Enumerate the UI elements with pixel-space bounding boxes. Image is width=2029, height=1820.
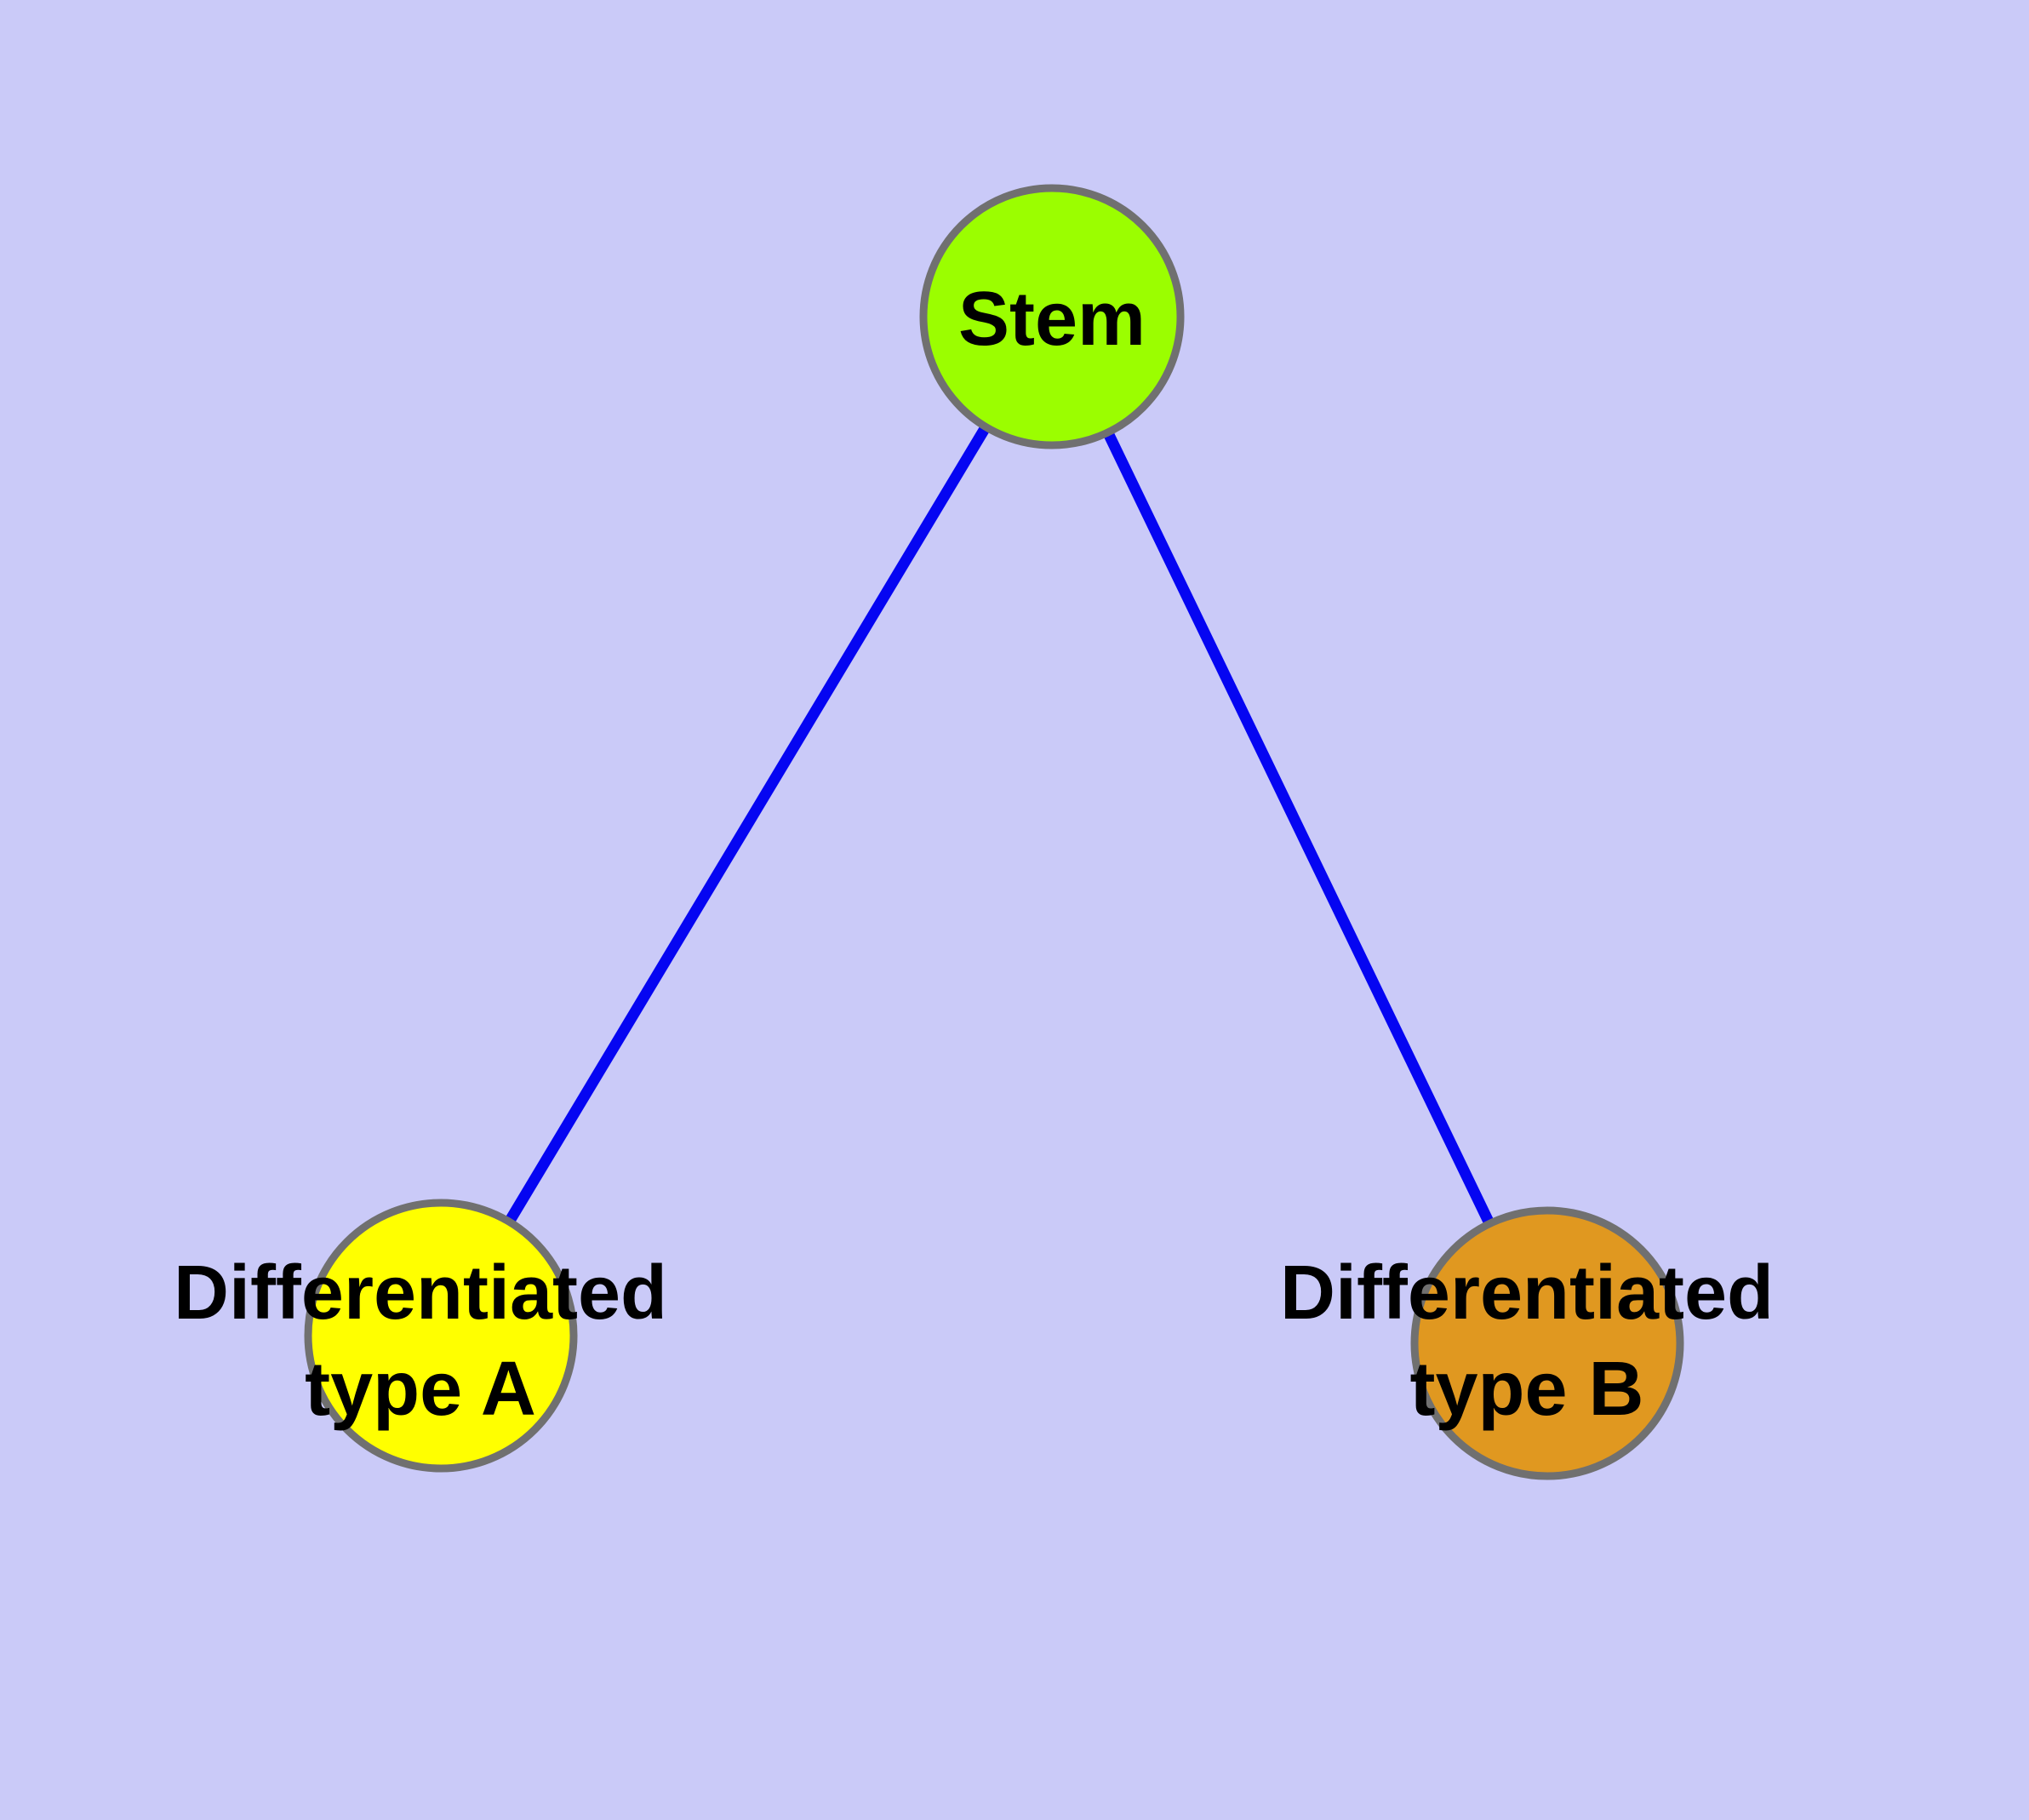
edge-stem-to-type-b [1046, 311, 1553, 1349]
node-stem [919, 184, 1185, 449]
node-label-type-a-line1: Differentiated [174, 1251, 667, 1336]
node-differentiated-type-b [1410, 1206, 1684, 1480]
node-label-type-b-line2: type B [1409, 1347, 1643, 1432]
node-label-stem: Stem [958, 277, 1146, 362]
edge-stem-to-type-a [435, 311, 1058, 1342]
node-label-type-b-line1: Differentiated [1280, 1251, 1774, 1336]
node-differentiated-type-a [304, 1199, 578, 1473]
node-label-type-a-line2: type A [305, 1347, 536, 1432]
